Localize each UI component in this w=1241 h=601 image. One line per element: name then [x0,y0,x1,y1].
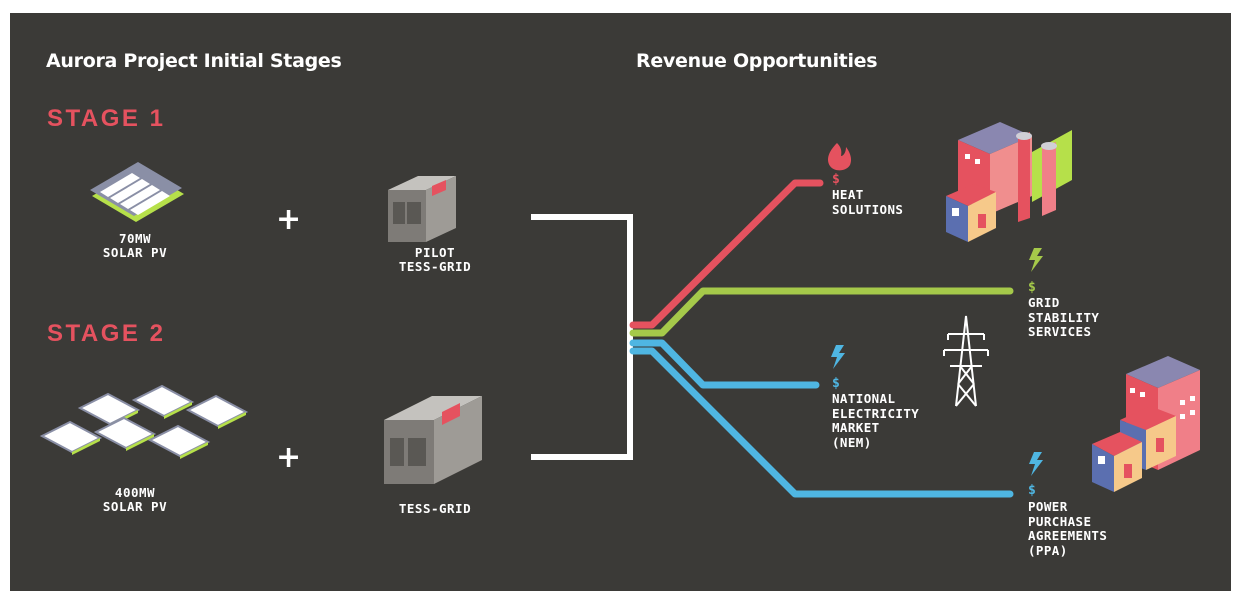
houses-icon [1092,356,1200,492]
market-flow-line [629,339,820,389]
heat-dollar-sign: $ [832,172,840,187]
market-lightning-icon [831,345,845,369]
diagram-background [10,13,1231,591]
stage-1-storage-label: PILOT TESS-GRID [398,245,472,274]
grid-dollar-sign: $ [1028,280,1036,295]
grid-flow-line [629,287,1014,337]
stage-2-plus: + [276,440,302,475]
national-market-label: NATIONAL ELECTRICITY MARKET (NEM) [832,391,920,450]
solar-array-70mw-icon [90,162,184,222]
tess-grid-unit-icon [384,396,482,484]
factory-icon [946,122,1072,242]
stage-2-title: STAGE 2 [47,320,166,347]
stages-bracket-connector [531,214,633,460]
transmission-tower-icon [943,315,989,407]
heat-flow-line [629,179,824,329]
ppa-flow-line [629,347,1014,498]
right-heading: Revenue Opportunities [636,50,878,72]
ppa-dollar-sign: $ [1028,483,1036,498]
stage-2-storage-label: TESS-GRID [398,501,472,516]
grid-stability-label: GRID STABILITY SERVICES [1028,295,1100,339]
stage-2-solar-label: 400MW SOLAR PV [102,485,168,514]
ppa-label: POWER PURCHASE AGREEMENTS (PPA) [1028,499,1108,558]
stage-1-title: STAGE 1 [47,105,166,132]
tess-grid-pilot-unit-icon [388,176,456,242]
flame-icon [828,143,852,171]
ppa-lightning-icon [1029,452,1043,476]
solar-array-400mw-icon [41,385,247,460]
grid-lightning-icon [1029,248,1043,272]
market-dollar-sign: $ [832,376,840,391]
stage-1-plus: + [276,202,302,237]
left-heading: Aurora Project Initial Stages [46,50,342,72]
stage-1-solar-label: 70MW SOLAR PV [102,231,168,260]
heat-solutions-label: HEAT SOLUTIONS [832,187,904,217]
